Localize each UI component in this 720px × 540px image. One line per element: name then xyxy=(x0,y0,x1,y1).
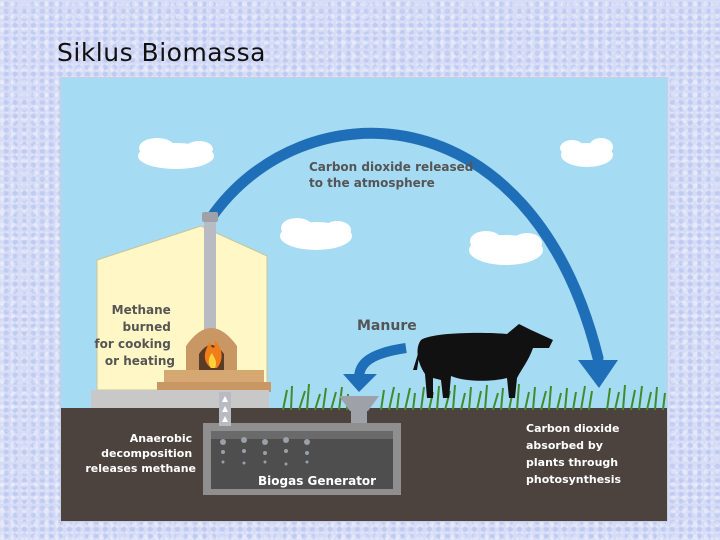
cloud-icon xyxy=(469,231,543,265)
biogas-generator-label: Biogas Generator xyxy=(258,474,376,488)
house-foundation xyxy=(91,390,269,408)
chimney xyxy=(202,212,218,338)
manure-label: Manure xyxy=(357,318,417,334)
gas-pipe xyxy=(219,392,231,426)
biomass-cycle-figure: Carbon dioxide released to the atmospher… xyxy=(60,77,668,522)
slide-title: Siklus Biomassa xyxy=(57,38,266,67)
cloud-icon xyxy=(280,218,352,250)
